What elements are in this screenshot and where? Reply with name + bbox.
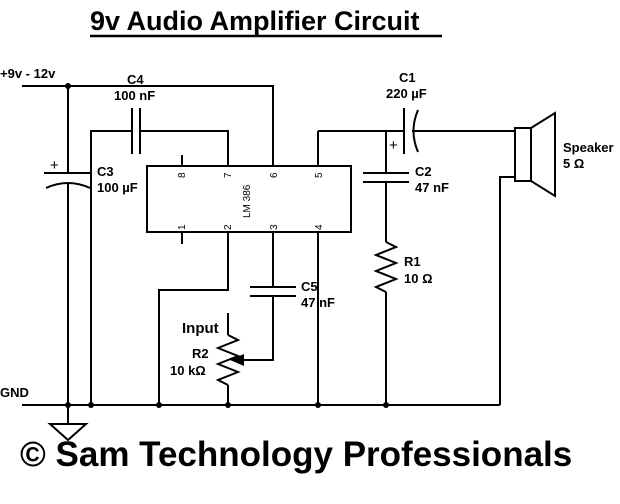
potentiometer-r2	[215, 313, 244, 405]
capacitor-c1: +	[318, 108, 515, 154]
c3-value: 100 µF	[97, 180, 138, 195]
supply-label: +9v - 12v	[0, 66, 56, 81]
copyright: © Sam Technology Professionals	[20, 435, 572, 474]
c2-value: 47 nF	[415, 180, 449, 195]
pin-6: 6	[269, 172, 280, 178]
ground-rail	[22, 402, 500, 408]
r2-name: R2	[192, 346, 209, 361]
speaker-value: 5 Ω	[563, 156, 584, 171]
r2-value: 10 kΩ	[170, 363, 206, 378]
pin-3: 3	[269, 224, 280, 230]
pin-5: 5	[314, 172, 325, 178]
c4-name: C4	[127, 72, 144, 87]
capacitor-c4	[90, 108, 229, 405]
pin-7: 7	[223, 172, 234, 178]
input-label: Input	[182, 320, 219, 337]
pin-2: 2	[223, 224, 234, 230]
title: 9v Audio Amplifier Circuit	[90, 6, 420, 36]
pin-4: 4	[314, 224, 325, 230]
capacitor-c5	[243, 232, 296, 361]
speaker-name: Speaker	[563, 140, 614, 155]
ic-name: LM 386	[242, 184, 253, 218]
r1-value: 10 Ω	[404, 271, 433, 286]
r1-name: R1	[404, 254, 421, 269]
ground-symbol-icon	[47, 405, 89, 442]
c5-name: C5	[301, 279, 318, 294]
c3-name: C3	[97, 164, 114, 179]
speaker-icon	[499, 111, 556, 405]
c2-name: C2	[415, 164, 432, 179]
svg-text:+: +	[389, 137, 398, 154]
ground-label: GND	[0, 385, 29, 400]
resistor-r1	[373, 241, 399, 405]
c4-value: 100 nF	[114, 88, 155, 103]
c1-name: C1	[399, 70, 416, 85]
svg-text:+: +	[50, 157, 59, 174]
c1-value: 220 µF	[386, 86, 427, 101]
capacitor-c2	[363, 131, 409, 242]
pin-1: 1	[177, 224, 188, 230]
ic-lm386	[146, 131, 352, 244]
capacitor-c3: +	[44, 86, 91, 405]
pin2-wire	[158, 232, 229, 405]
pin-8: 8	[177, 172, 188, 178]
